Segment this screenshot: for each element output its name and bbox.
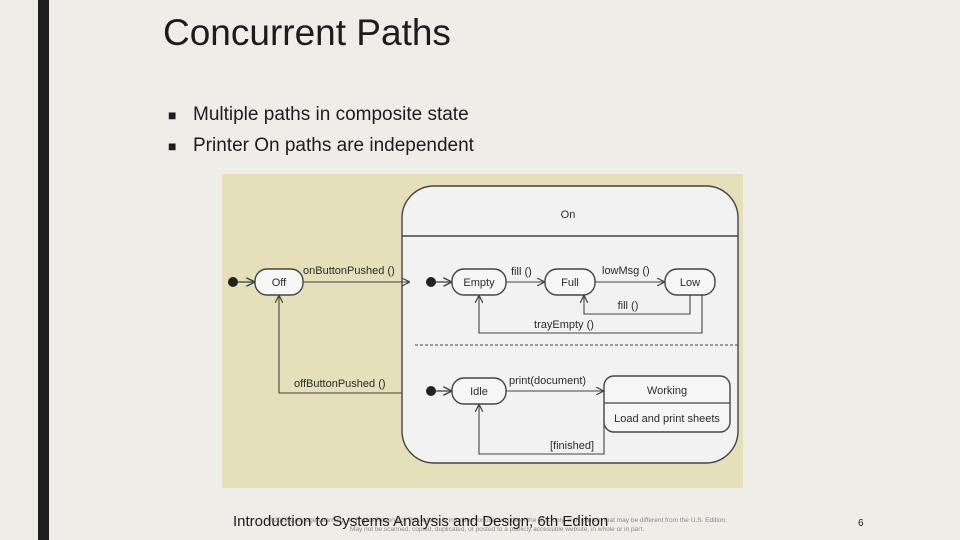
state-low-label: Low (680, 277, 700, 289)
state-idle-label: Idle (470, 386, 488, 398)
slide-title: Concurrent Paths (163, 12, 451, 53)
bullet-list: ■ Multiple paths in composite state ■ Prin… (168, 102, 474, 164)
bullet-square-icon: ■ (168, 138, 177, 154)
page-number: 6 (858, 518, 864, 529)
transition-off-button-pushed (279, 296, 402, 394)
initial-pseudostate (426, 386, 436, 396)
transition-label: onButtonPushed () (303, 265, 395, 277)
transition-label: print(document) (509, 375, 586, 387)
bullet-item: ■ Printer On paths are independent (168, 133, 474, 164)
state-empty-label: Empty (463, 277, 495, 289)
state-working (603, 375, 731, 433)
composite-state-label: On (561, 209, 576, 221)
transition-label: lowMsg () (602, 265, 650, 277)
transition-label: fill () (618, 300, 639, 312)
book-title: Introduction to Systems Analysis and Des… (233, 513, 609, 530)
initial-pseudostate (426, 277, 436, 287)
transition-label: trayEmpty () (534, 319, 594, 331)
copyright-line: © 2012 Cengage Learning. All Rights Rese… (267, 517, 727, 524)
transition-label: offButtonPushed () (294, 378, 386, 390)
bullet-text: Printer On paths are independent (193, 135, 474, 156)
transition-label: [finished] (550, 440, 594, 452)
left-accent-bar (38, 0, 49, 540)
copyright-notice: © 2012 Cengage Learning. All Rights Rese… (202, 516, 792, 534)
state-full-label: Full (561, 277, 579, 289)
transition-tray-empty (479, 295, 703, 334)
bullet-text: Multiple paths in composite state (193, 104, 469, 125)
transition-label: fill () (511, 266, 532, 278)
state-off-label: Off (272, 277, 287, 289)
initial-pseudostate (228, 277, 238, 287)
copyright-line: May not be scanned, copied, duplicated, … (349, 526, 645, 533)
state-diagram: On Off onButtonPushed () offButtonPushed… (228, 185, 739, 464)
state-diagram-figure: On Off onButtonPushed () offButtonPushed… (222, 174, 743, 488)
transition-finished (479, 405, 605, 455)
state-working-label: Working (647, 385, 687, 397)
bullet-item: ■ Multiple paths in composite state (168, 102, 474, 133)
bullet-square-icon: ■ (168, 107, 177, 123)
transition-fill-low-full (584, 295, 691, 315)
state-working-activity: Load and print sheets (614, 413, 720, 425)
